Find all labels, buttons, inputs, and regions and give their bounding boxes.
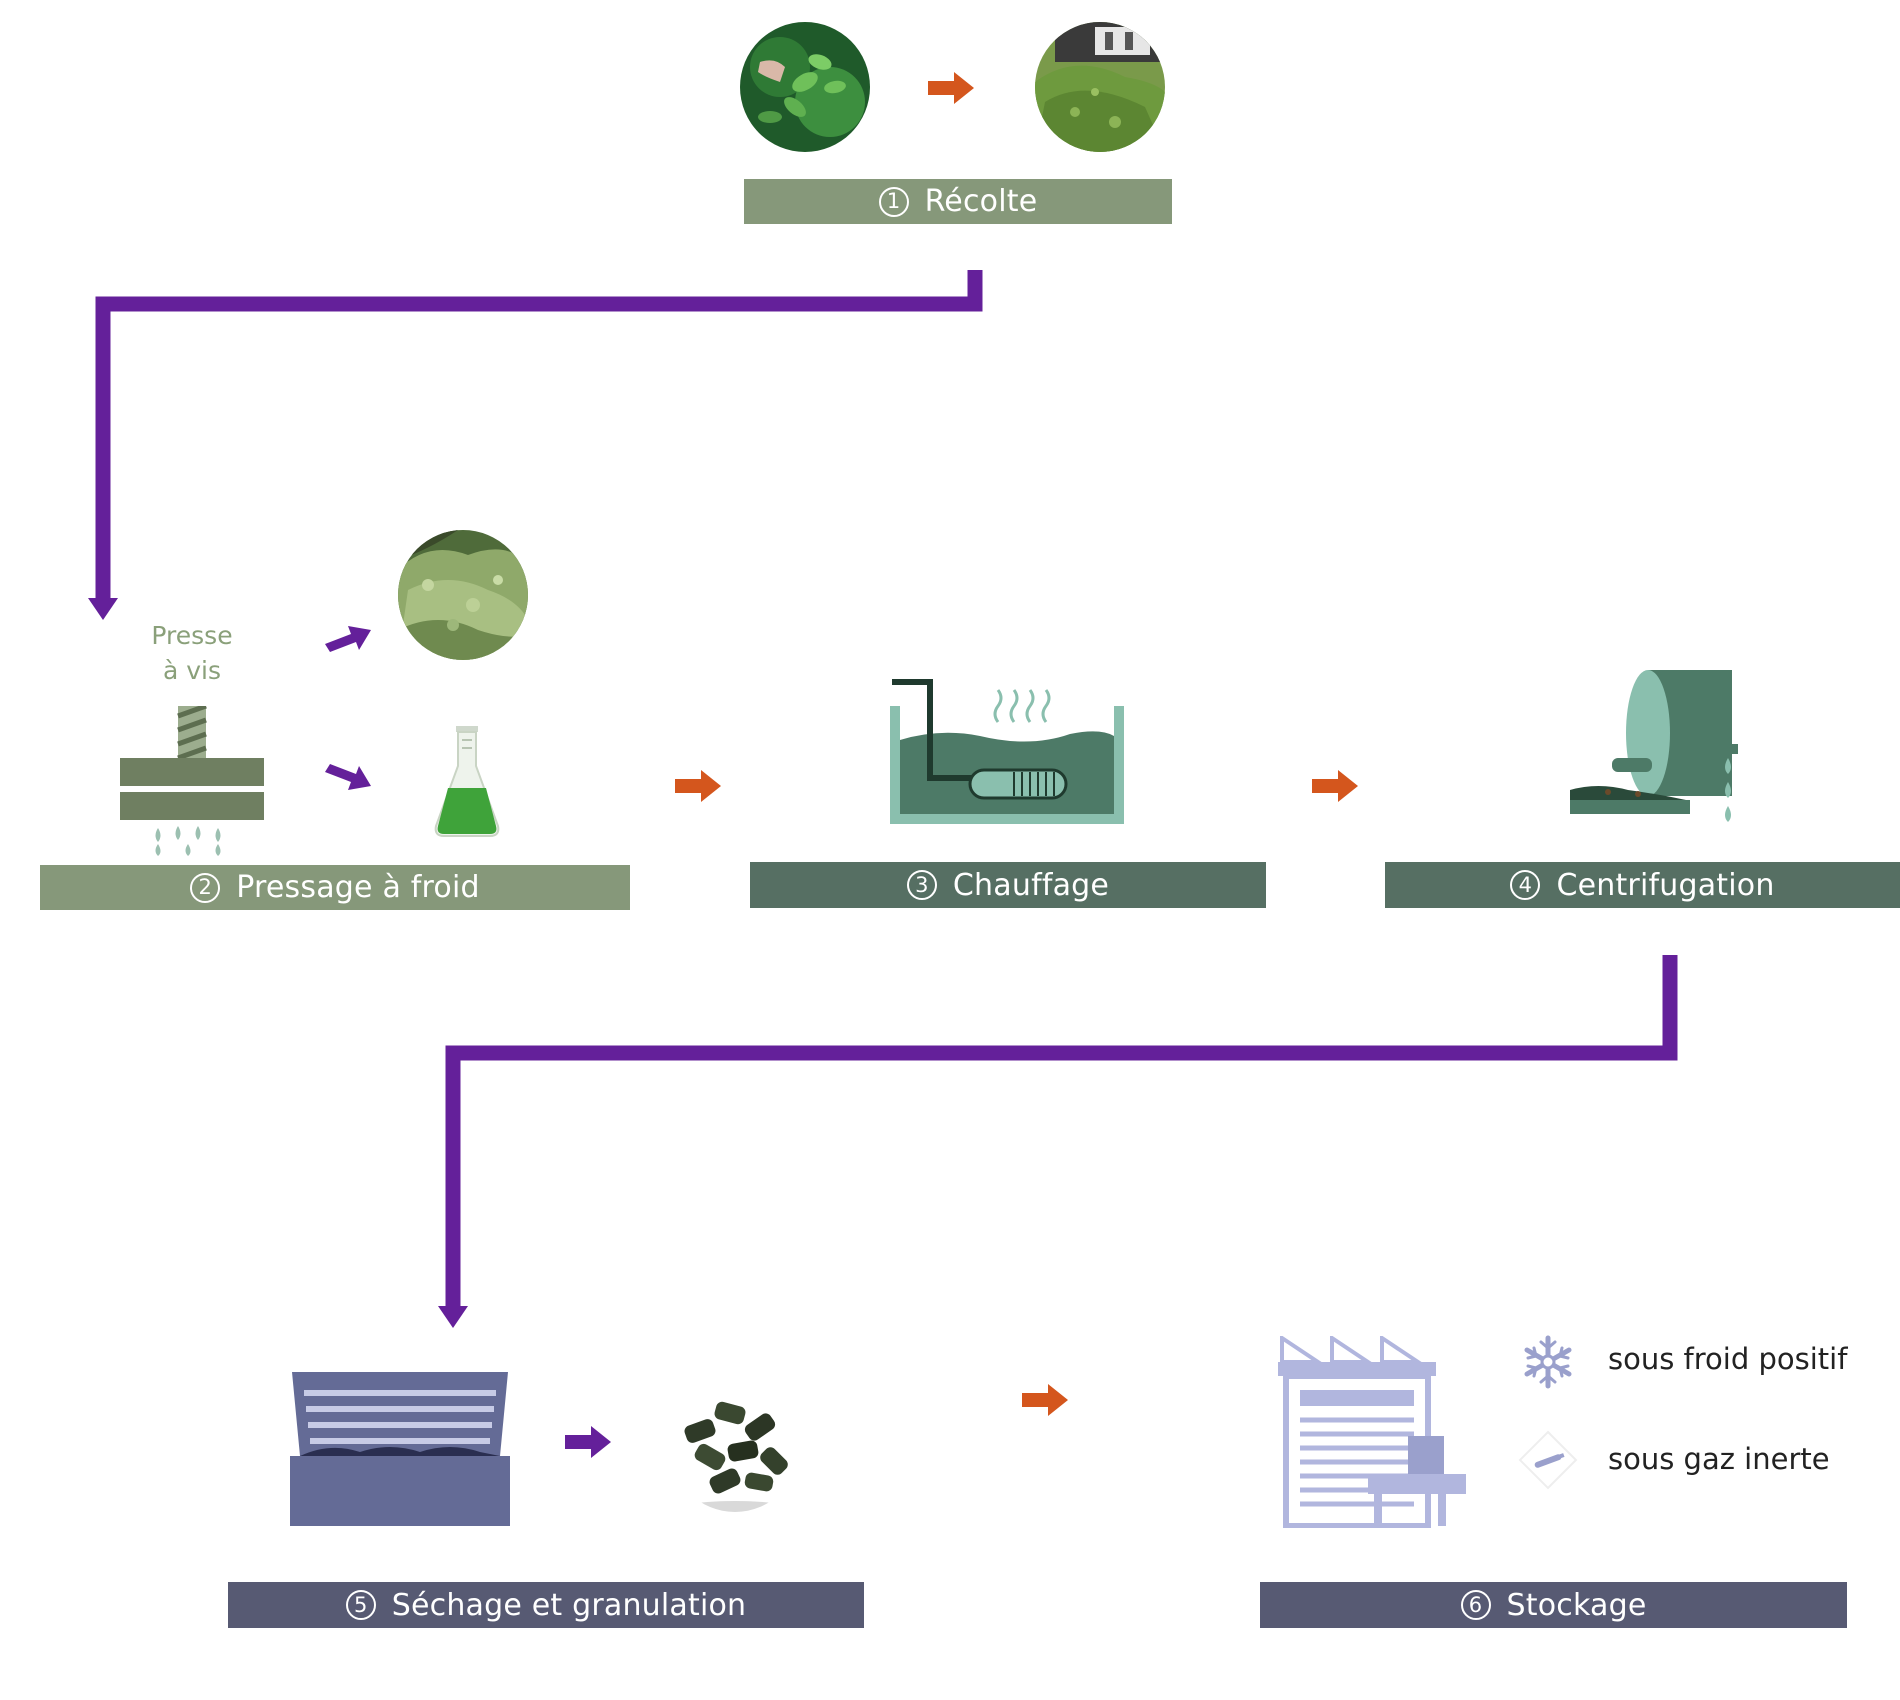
snowflake-icon: [1524, 1335, 1572, 1389]
storage-cold-label: sous froid positif: [1608, 1342, 1848, 1376]
step-label-centrifugation: 4 Centrifugation: [1385, 862, 1900, 908]
step-number: 1: [878, 186, 909, 217]
step-number: 2: [190, 872, 221, 903]
step-label-sechage: 5 Séchage et granulation: [228, 1582, 864, 1628]
dryer-icon: [290, 1372, 510, 1526]
step-number: 5: [345, 1590, 376, 1620]
step-title: Pressage à froid: [236, 870, 480, 905]
step-title: Chauffage: [952, 867, 1110, 903]
step-number: 4: [1510, 870, 1541, 900]
arrow-icon: [1312, 770, 1358, 802]
step-number: 3: [906, 870, 937, 900]
step-label-stockage: 6 Stockage: [1260, 1582, 1847, 1628]
heating-tank-icon: [890, 679, 1124, 824]
harvest-pile-photo: [1035, 22, 1165, 152]
press-cake-photo: [398, 530, 528, 660]
centrifuge-icon: [1570, 670, 1738, 822]
gas-icon: [1518, 1430, 1578, 1490]
step-number: 6: [1460, 1590, 1491, 1620]
harvest-plant-photo: [740, 22, 870, 152]
step-title: Séchage et granulation: [391, 1587, 747, 1623]
step-title: Centrifugation: [1556, 867, 1775, 903]
arrow-icon: [675, 770, 721, 802]
pellets-photo: [670, 1382, 800, 1512]
arrow-icon: [928, 72, 974, 104]
step-label-recolte: 1 Récolte: [744, 179, 1172, 224]
step-title: Stockage: [1506, 1587, 1647, 1623]
storage-gas-label: sous gaz inerte: [1608, 1442, 1830, 1476]
branch-arrow-right-icon: [565, 1426, 611, 1458]
screw-press-icon: [120, 706, 264, 856]
branch-arrow-down-icon: [325, 764, 371, 790]
connector-recolte-to-pressage: [95, 270, 983, 598]
step-title: Récolte: [924, 184, 1038, 219]
connector-arrowhead-1: [88, 598, 118, 620]
step-label-pressage: 2 Pressage à froid: [40, 865, 630, 910]
screw-press-label: Presse à vis: [151, 621, 233, 685]
warehouse-icon: [1278, 1336, 1466, 1528]
arrow-icon: [1022, 1384, 1068, 1416]
step-label-chauffage: 3 Chauffage: [750, 862, 1266, 908]
branch-arrow-up-icon: [325, 626, 371, 652]
connector-centrifugation-to-sechage: [445, 955, 1678, 1306]
flask-icon: [434, 726, 500, 837]
connector-arrowhead-2: [438, 1306, 468, 1328]
